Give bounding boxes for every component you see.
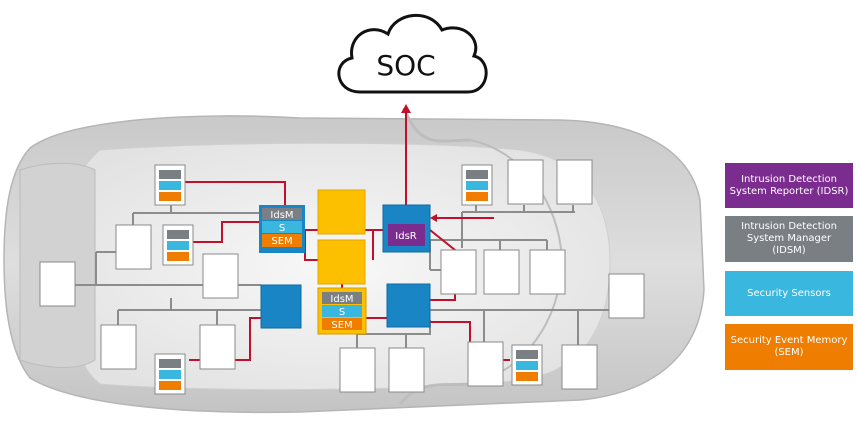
legend-sensors-text: Security Sensors (747, 287, 831, 299)
legend-idsm: Intrusion Detection System Manager (IDSM… (725, 216, 853, 262)
ecu-box (608, 273, 645, 319)
blue-ecu (260, 284, 302, 329)
blue-ecu-group (260, 283, 431, 329)
idsr-module: IdsR (382, 204, 431, 253)
ecu-box (561, 344, 598, 390)
ecu-box (388, 347, 425, 393)
yellow-ecu-group (317, 189, 366, 285)
idsr-label: IdsR (395, 231, 417, 242)
idsm-label: IdsM (330, 294, 353, 305)
ecu-box (556, 159, 593, 205)
yellow-ecu (317, 239, 366, 285)
ecu-box (467, 341, 504, 387)
yellow-ecu (317, 189, 366, 235)
legend-idsm-text: Intrusion Detection System Manager (IDSM… (741, 221, 837, 256)
ecu-box (100, 324, 137, 370)
ecu-box (202, 253, 239, 299)
sensor-label: S (339, 307, 345, 318)
sem-label: SEM (331, 320, 352, 331)
legend-idsr-text: Intrusion Detection System Reporter (IDS… (729, 173, 849, 197)
ecu-box (39, 261, 76, 307)
mini-ids-ecu (154, 353, 186, 395)
mini-ids-ecu (162, 224, 194, 266)
legend-sem: Security Event Memory (SEM) (725, 324, 853, 370)
sensor-label: S (279, 223, 285, 234)
soc-cloud: SOC (337, 14, 488, 94)
legend-sensors: Security Sensors (725, 271, 853, 316)
ecu-box (115, 224, 152, 270)
ecu-box (339, 347, 376, 393)
mini-ids-ecu-group (154, 164, 543, 395)
ecu-box (529, 249, 566, 295)
mini-ids-ecu (461, 164, 493, 206)
plain-ecu-group (39, 159, 645, 393)
ecu-box (483, 249, 520, 295)
legend-idsr: Intrusion Detection System Reporter (IDS… (725, 163, 853, 208)
sem-label: SEM (271, 236, 292, 247)
blue-ecu (386, 283, 431, 328)
idsm-label: IdsM (270, 210, 293, 221)
soc-label: SOC (376, 49, 435, 82)
ecu-box (199, 324, 236, 370)
mini-ids-ecu (511, 344, 543, 386)
ecu-box (507, 159, 544, 205)
mini-ids-ecu (154, 164, 186, 206)
idsm-module-left: IdsM S SEM (259, 205, 305, 253)
ecu-box (440, 249, 477, 295)
legend-sem-text: Security Event Memory (SEM) (730, 335, 848, 358)
idsm-module-center: IdsM S SEM (317, 287, 367, 335)
